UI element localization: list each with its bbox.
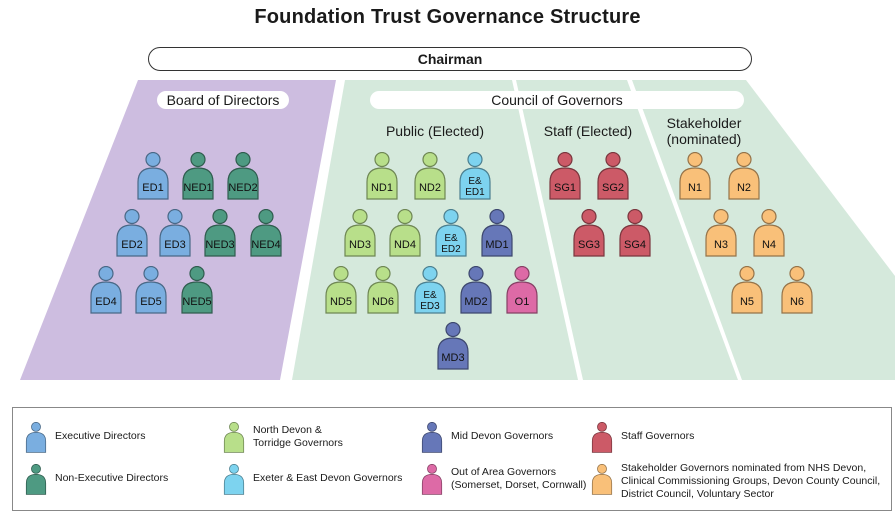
person-n2-icon: N2 [727, 152, 761, 200]
public-label: Public (Elected) [385, 123, 485, 139]
person-ed1-icon: ED1 [136, 152, 170, 200]
person-nd4-icon: ND4 [388, 209, 422, 257]
person-sg3-icon: SG3 [572, 209, 606, 257]
person-ned4-icon: NED4 [249, 209, 283, 257]
person-ned5-icon: NED5 [180, 266, 214, 314]
person-ned1-icon: NED1 [181, 152, 215, 200]
person-label: E& ED1 [465, 176, 485, 198]
legend-label: Out of Area Governors (Somerset, Dorset,… [451, 466, 587, 491]
council-label: Council of Governors [370, 91, 744, 109]
person-nd1-icon: ND1 [365, 152, 399, 200]
person-ed3-icon: ED3 [158, 209, 192, 257]
stakeholder-label: Stakeholder (nominated) [666, 115, 742, 147]
person-label: E& ED3 [420, 290, 440, 312]
person-nd6-icon: ND6 [366, 266, 400, 314]
person-label: SG4 [623, 239, 646, 251]
person-ned2-icon: NED2 [226, 152, 260, 200]
person-label: N3 [713, 239, 729, 251]
person-eed3-icon: E& ED3 [413, 266, 447, 314]
page-title: Foundation Trust Governance Structure [254, 6, 641, 28]
person-eed2-icon: E& ED2 [434, 209, 468, 257]
person-n1-icon: N1 [678, 152, 712, 200]
legend-label: Mid Devon Governors [451, 430, 554, 442]
legend-label: Exeter & East Devon Governors [253, 472, 403, 484]
legend-label: Stakeholder Governors nominated from NHS… [621, 462, 881, 500]
legend-label: Staff Governors [621, 430, 695, 442]
person-md2-icon: MD2 [459, 266, 493, 314]
person-ed4-icon: ED4 [89, 266, 123, 314]
person-label: ND1 [370, 182, 393, 194]
person-ned3-icon: NED3 [203, 209, 237, 257]
person-sg4-icon: SG4 [618, 209, 652, 257]
person-label: ED1 [142, 182, 164, 194]
person-n6-icon: N6 [780, 266, 814, 314]
legend: Executive Directors North Devon & Torridg… [12, 407, 892, 511]
person-n5-icon: N5 [730, 266, 764, 314]
person-label: N4 [761, 239, 777, 251]
person-sg1-icon: SG1 [548, 152, 582, 200]
person-label: ND5 [329, 296, 352, 308]
person-label: MD3 [441, 352, 465, 364]
person-label: SG3 [577, 239, 600, 251]
person-nd3-icon: ND3 [343, 209, 377, 257]
legend-label: Executive Directors [55, 430, 146, 442]
person-md3-icon: MD3 [436, 322, 470, 370]
person-label: ND4 [393, 239, 416, 251]
person-eed1-icon: E& ED1 [458, 152, 492, 200]
person-label: ED4 [95, 296, 117, 308]
person-label: MD2 [464, 296, 488, 308]
board-label: Board of Directors [157, 91, 289, 109]
person-label: ND6 [371, 296, 394, 308]
staff-label: Staff (Elected) [543, 123, 633, 139]
person-label: E& ED2 [441, 233, 461, 255]
person-ed2-icon: ED2 [115, 209, 149, 257]
person-label: NED5 [182, 296, 212, 308]
person-label: NED1 [183, 182, 213, 194]
person-label: ND3 [348, 239, 371, 251]
chairman-box: Chairman [148, 47, 752, 71]
person-label: N6 [789, 296, 805, 308]
person-label: N1 [687, 182, 703, 194]
legend-label: Non-Executive Directors [55, 472, 169, 484]
person-label: SG2 [601, 182, 624, 194]
person-ed5-icon: ED5 [134, 266, 168, 314]
person-md1-icon: MD1 [480, 209, 514, 257]
person-label: NED3 [205, 239, 235, 251]
person-label: ED3 [164, 239, 186, 251]
person-label: N2 [736, 182, 752, 194]
legend-label: North Devon & Torridge Governors [253, 424, 343, 449]
person-label: SG1 [553, 182, 576, 194]
person-n3-icon: N3 [704, 209, 738, 257]
person-label: MD1 [485, 239, 509, 251]
person-sg2-icon: SG2 [596, 152, 630, 200]
person-o1-icon: O1 [505, 266, 539, 314]
person-label: ED5 [140, 296, 162, 308]
person-nd2-icon: ND2 [413, 152, 447, 200]
person-label: NED2 [228, 182, 258, 194]
person-label: O1 [514, 296, 530, 308]
person-n4-icon: N4 [752, 209, 786, 257]
person-label: NED4 [251, 239, 281, 251]
person-label: ND2 [418, 182, 441, 194]
person-label: N5 [739, 296, 755, 308]
person-label: ED2 [121, 239, 143, 251]
person-nd5-icon: ND5 [324, 266, 358, 314]
